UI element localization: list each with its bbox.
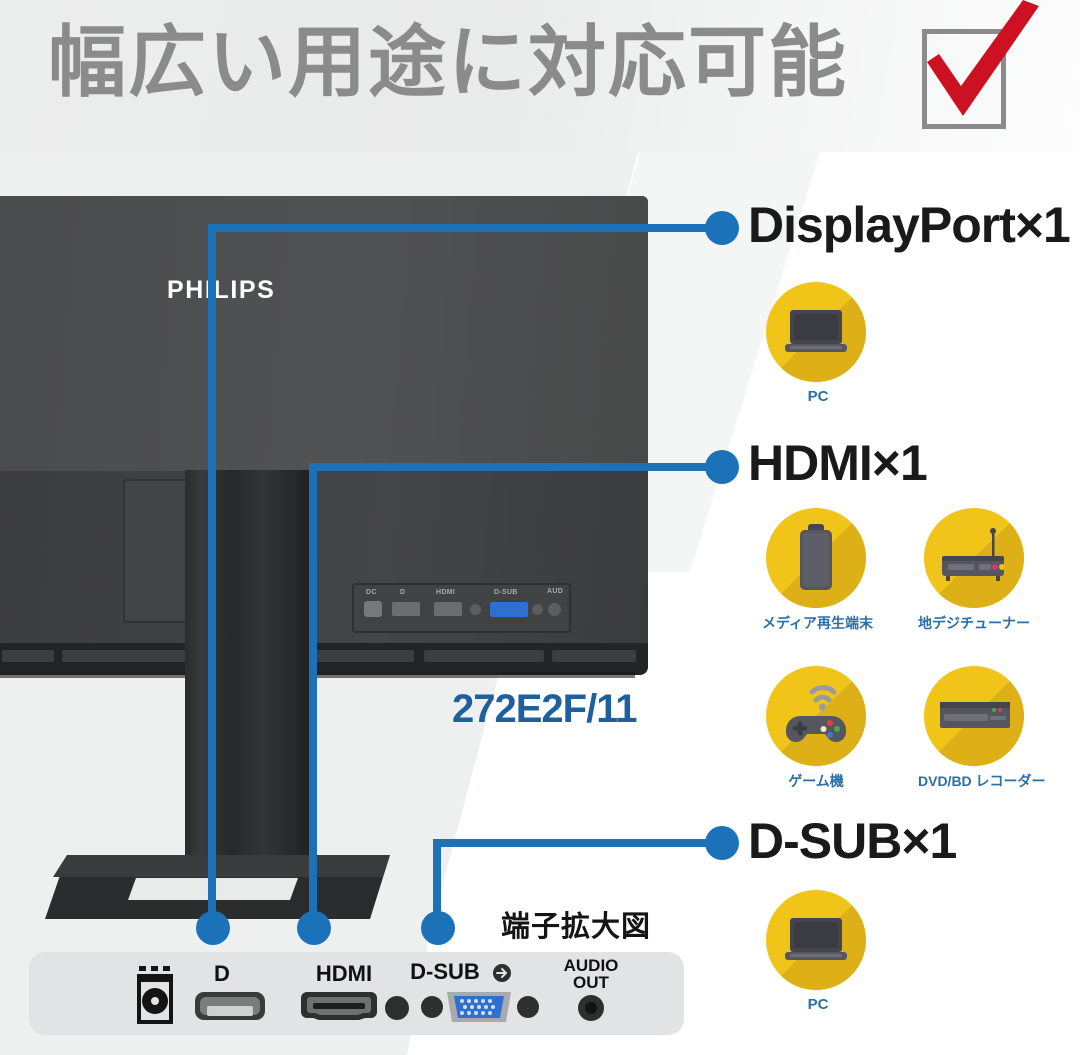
port-label-dsub: D-SUB <box>410 959 480 984</box>
icon-label-hdmi-media-player: メディア再生端末 <box>762 615 874 631</box>
icon-card-displayport-pc: PC <box>766 282 870 405</box>
icon-label-hdmi-dvd: DVD/BD レコーダー <box>918 773 1046 789</box>
audio-jack-icon <box>578 995 604 1021</box>
icon-label-displayport-pc: PC <box>807 388 829 405</box>
displayport-icon <box>195 992 265 1020</box>
icon-label-hdmi-tuner: 地デジチューナー <box>918 615 1030 631</box>
model-number: 272E2F/11 <box>452 687 637 731</box>
screw-hole-left <box>385 996 409 1020</box>
hdmi-icon <box>301 992 377 1020</box>
icon-label-dsub-pc: PC <box>807 996 829 1013</box>
monitor-back-port-plate: DC D HDMI D-SUB AUD <box>352 583 571 633</box>
dc-power-icon <box>137 966 173 1024</box>
dc-power-port-small <box>364 601 382 617</box>
monitor-vent-right <box>424 650 544 662</box>
check-mark-icon <box>927 0 1039 116</box>
icon-label-hdmi-gamepad: ゲーム機 <box>788 773 844 789</box>
vga-port-small <box>490 602 528 617</box>
page-title: 幅広い用途に対応可能 <box>48 18 849 108</box>
monitor-edge-shadow <box>0 672 635 678</box>
tv-tuner-icon <box>924 508 1024 608</box>
icon-card-hdmi-media-player: メディア再生端末 <box>762 508 874 633</box>
leader-line-hdmi-vertical <box>309 467 317 928</box>
section-title-displayport: DisplayPort×1 <box>748 197 1071 253</box>
section-title-hdmi: HDMI×1 <box>748 435 928 491</box>
section-title-dsub: D-SUB×1 <box>748 813 957 869</box>
port-label-audio-line1: AUDIO <box>563 956 619 975</box>
media-player-icon <box>766 508 866 608</box>
monitor-rear-panel <box>0 196 648 471</box>
hdmi-label-small: HDMI <box>436 589 456 596</box>
hdmi-port-small <box>434 602 462 616</box>
laptop-icon <box>766 282 866 382</box>
dvd-recorder-icon <box>924 666 1024 766</box>
laptop-icon <box>766 890 866 990</box>
icon-card-hdmi-gamepad: ゲーム機 <box>762 666 870 791</box>
screw-hole-right-small <box>532 604 543 615</box>
leader-dot-hdmi-port <box>297 911 331 945</box>
leader-dot-displayport-port <box>196 911 230 945</box>
philips-logo: PHILIPS <box>167 276 276 304</box>
screw-hole-dsub-right <box>517 996 539 1018</box>
monitor-vent-left <box>2 650 54 662</box>
leader-line-displayport-horizontal <box>208 224 726 232</box>
leader-dot-dsub-port <box>421 911 455 945</box>
monitor-stand-base-top <box>53 855 390 877</box>
port-zoom-caption: 端子拡大図 <box>501 909 652 943</box>
leader-line-dsub-horizontal <box>433 839 726 847</box>
monitor-symbol-icon <box>493 964 511 982</box>
header-background <box>0 0 1080 152</box>
icon-card-hdmi-dvd: DVD/BD レコーダー <box>918 666 1046 791</box>
monitor-vent-far-right <box>552 650 636 662</box>
port-label-hdmi: HDMI <box>315 961 373 986</box>
screw-hole-dsub-left <box>421 996 443 1018</box>
icon-card-dsub-pc: PC <box>766 890 870 1013</box>
vga-icon <box>447 992 511 1022</box>
port-label-audio-line2: OUT <box>573 973 609 992</box>
icon-card-hdmi-tuner: 地デジチューナー <box>918 508 1030 633</box>
dp-label-small: D <box>400 589 406 596</box>
port-detail-panel: D HDMI D-SUB <box>29 952 684 1035</box>
screw-hole-left-small <box>470 604 481 615</box>
audio-label-small: AUD <box>547 588 564 595</box>
gamepad-icon <box>766 666 866 766</box>
port-label-displayport: D <box>214 961 230 986</box>
dc-label-small: DC <box>366 589 377 596</box>
leader-dot-hdmi <box>705 450 739 484</box>
leader-line-dsub-vertical <box>433 843 441 928</box>
leader-line-displayport-vertical <box>208 228 216 928</box>
leader-dot-dsub <box>705 826 739 860</box>
audio-jack-small <box>548 603 561 616</box>
monitor-stand-neck-right <box>230 470 314 895</box>
displayport-port-small <box>392 602 420 616</box>
dsub-label-small: D-SUB <box>494 589 518 596</box>
checkbox-outline-icon <box>922 29 1006 129</box>
leader-line-hdmi-horizontal <box>309 463 726 471</box>
leader-dot-displayport <box>705 211 739 245</box>
